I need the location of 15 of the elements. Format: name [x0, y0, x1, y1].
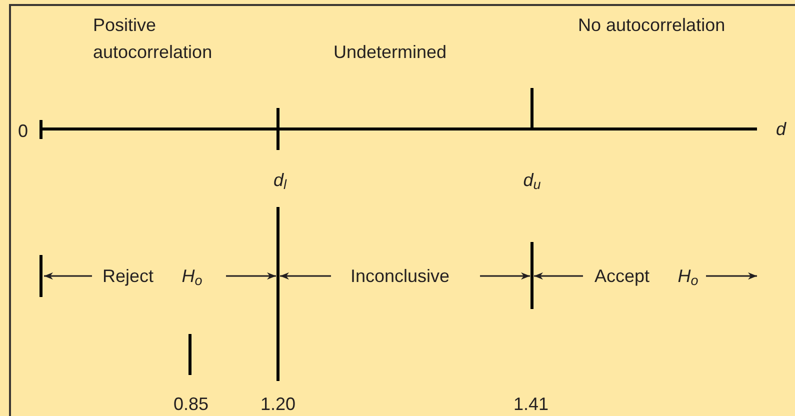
region-label: Positive autocorrelation	[93, 14, 214, 64]
axis-value: 0	[18, 120, 28, 142]
decision-label: Accept	[594, 265, 650, 287]
statistic-value: 0.85	[173, 393, 209, 415]
decision-label: Reject	[102, 265, 154, 287]
hypothesis-label: H$_{o}$	[182, 265, 202, 287]
axis-symbol: d	[776, 118, 786, 140]
region-label: No autocorrelation	[578, 14, 726, 37]
critical-value-label: d$_{l}$	[274, 169, 286, 191]
hypothesis-label: H$_{o}$	[678, 265, 698, 287]
critical-value-label: d$_{u}$	[523, 169, 541, 191]
statistic-value: 1.20	[260, 393, 296, 415]
statistic-value: 1.41	[513, 393, 549, 415]
decision-label: Inconclusive	[350, 265, 450, 287]
region-label: Undetermined	[333, 41, 447, 63]
